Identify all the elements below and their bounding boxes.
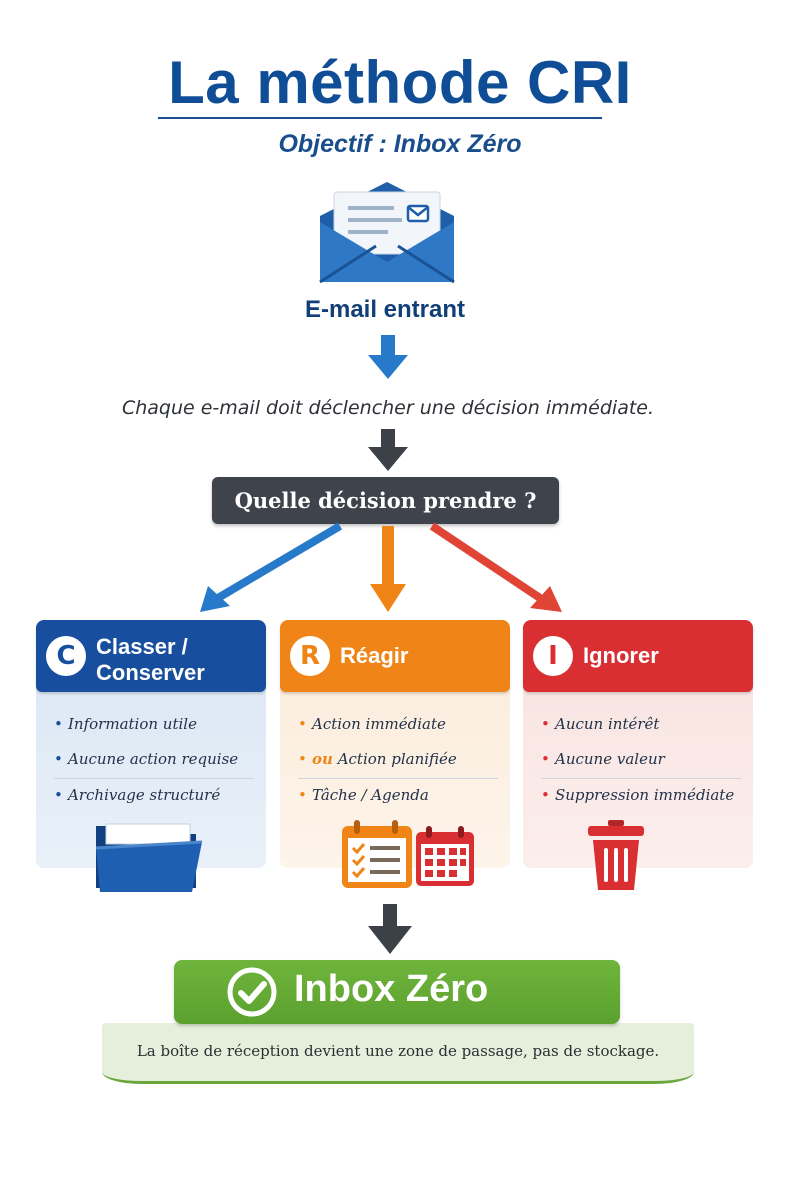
arrow-down-icon: [368, 904, 412, 954]
letter-c-icon: C: [46, 636, 86, 676]
card-reagir-title: Réagir: [340, 643, 409, 668]
folder-icon: [95, 823, 203, 892]
card-classer-title-line2: Conserver: [96, 660, 205, 685]
letter-r-icon: R: [290, 636, 330, 676]
decision-box: Quelle décision prendre ?: [212, 477, 559, 524]
rule-statement: Chaque e-mail doit déclencher une décisi…: [121, 397, 655, 419]
page-title: La méthode CRI: [168, 49, 632, 116]
card-ignorer-header: I Ignorer: [523, 620, 753, 692]
list-item: •Suppression immédiate: [541, 786, 735, 804]
card-reagir-header: R Réagir: [280, 620, 510, 692]
list-item: •Aucune action requise: [54, 743, 254, 779]
card-classer-title: Classer / Conserver: [96, 634, 205, 686]
check-circle-icon: [227, 967, 277, 1017]
trash-icon: [588, 820, 644, 890]
inbox-zero-banner: Inbox Zéro: [174, 960, 620, 1024]
letter-i-icon: I: [533, 636, 573, 676]
list-item: •Aucun intérêt: [541, 715, 660, 733]
branch-arrows: [200, 522, 562, 612]
card-classer-title-line1: Classer /: [96, 634, 188, 659]
arrow-down-icon: [368, 335, 408, 379]
card-classer-header: C Classer / Conserver: [36, 620, 266, 692]
list-item: •Action immédiate: [298, 715, 446, 733]
list-item: •Archivage structuré: [54, 786, 221, 804]
result-caption-box: La boîte de réception devient une zone d…: [102, 1023, 694, 1084]
title-underline: [158, 117, 602, 119]
card-ignorer-title: Ignorer: [583, 643, 659, 668]
checklist-calendar-icon: [342, 820, 412, 888]
list-item: •ou Action planifiée: [298, 743, 498, 779]
incoming-email-label: E-mail entrant: [304, 296, 466, 323]
inbox-zero-title: Inbox Zéro: [294, 968, 489, 1010]
result-caption: La boîte de réception devient une zone d…: [136, 1042, 660, 1060]
list-item: •Aucune valeur: [541, 743, 741, 779]
list-item: •Tâche / Agenda: [298, 786, 429, 804]
list-item: •Information utile: [54, 715, 197, 733]
calendar-icon: [416, 826, 474, 886]
card-classer: C Classer / Conserver •Information utile…: [36, 620, 266, 868]
page-subtitle: Objectif : Inbox Zéro: [278, 130, 522, 158]
envelope-icon: [319, 182, 455, 284]
arrow-down-icon: [368, 429, 408, 471]
